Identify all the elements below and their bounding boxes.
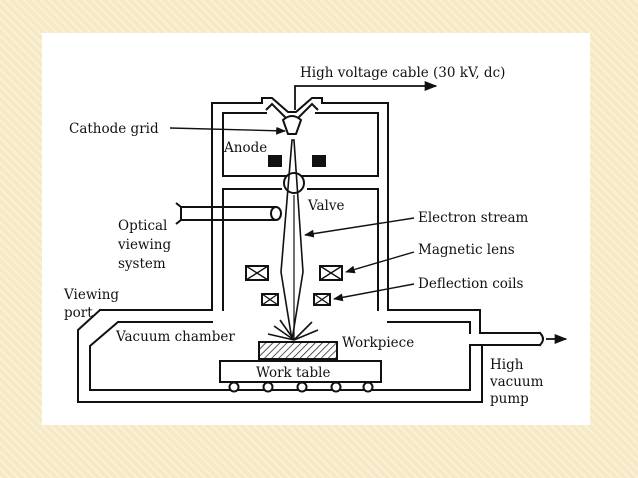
valve-circle <box>283 172 305 194</box>
electron-beam <box>280 139 304 341</box>
label-work-table: Work table <box>256 365 330 381</box>
work-table-wheels <box>228 381 374 393</box>
impact-sparks <box>267 319 319 341</box>
label-pump-1: High <box>490 357 524 373</box>
label-cathode-grid: Cathode grid <box>69 121 159 137</box>
optical-viewing-tube <box>175 202 282 225</box>
label-viewing-port-1: Viewing <box>63 287 119 303</box>
label-pump-3: pump <box>490 391 529 407</box>
electron-stream-leader <box>304 217 415 238</box>
label-anode: Anode <box>223 140 267 156</box>
cathode-cup <box>281 115 303 135</box>
label-viewing: viewing <box>117 237 172 253</box>
label-optical: Optical <box>118 218 167 234</box>
lower-column-chamber <box>222 188 379 311</box>
anode-block-right <box>312 155 326 167</box>
label-vacuum-chamber: Vacuum chamber <box>115 329 235 345</box>
deflection-coils-leader <box>333 283 415 302</box>
cathode-grid-leader <box>169 126 286 135</box>
label-viewing-port-2: port <box>64 305 93 321</box>
label-high-voltage-cable: High voltage cable (30 kV, dc) <box>300 65 505 81</box>
workpiece <box>258 341 338 360</box>
label-system: system <box>118 256 166 272</box>
column-outer-wall <box>211 102 389 311</box>
magnetic-lens-leader <box>345 251 415 274</box>
anode-block-left <box>268 155 282 167</box>
label-magnetic-lens: Magnetic lens <box>418 242 515 258</box>
label-electron-stream: Electron stream <box>418 210 529 226</box>
label-workpiece: Workpiece <box>342 335 414 351</box>
pump-pipe-end <box>538 331 544 347</box>
hv-cable-arrow <box>294 80 438 110</box>
cathode-gun <box>261 97 323 135</box>
vacuum-chamber-outer <box>77 308 483 403</box>
deflection-coils <box>261 293 331 306</box>
magnetic-lens <box>245 265 343 281</box>
label-valve: Valve <box>307 198 345 214</box>
label-deflection-coils: Deflection coils <box>418 276 524 292</box>
label-pump-2: vacuum <box>489 374 544 390</box>
vacuum-chamber-wall <box>89 309 541 391</box>
